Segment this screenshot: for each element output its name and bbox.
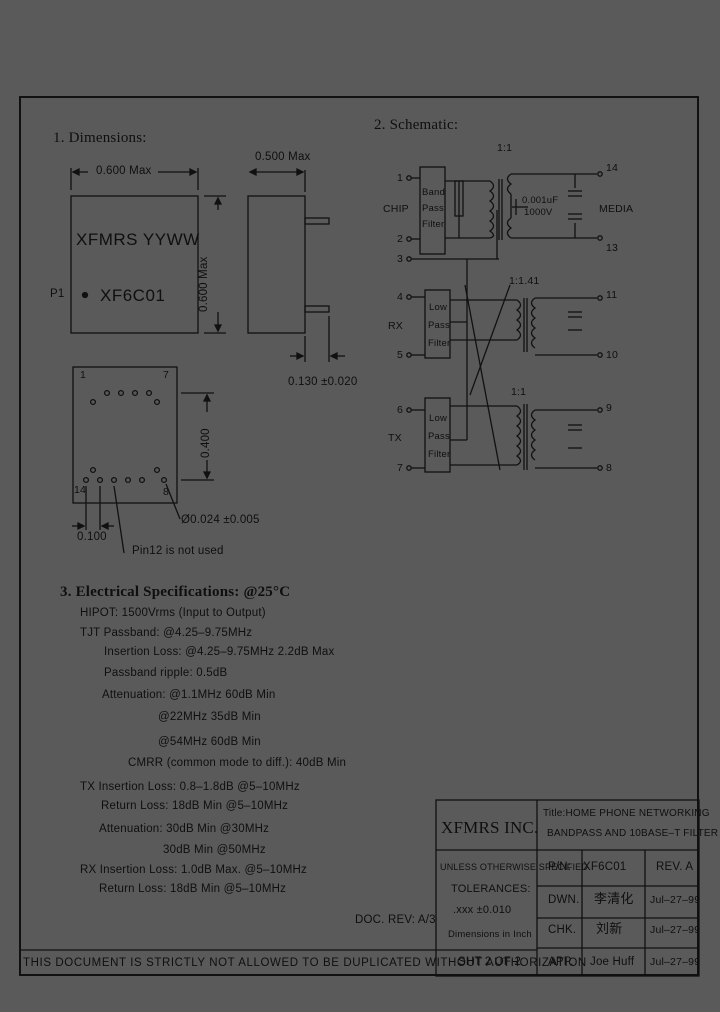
spec-line: TX Insertion Loss: 0.8–1.8dB @5–10MHz xyxy=(80,781,300,793)
revision: REV. A xyxy=(656,861,694,873)
dwn-label: DWN. xyxy=(548,894,580,906)
spec-line: Attenuation: 30dB Min @30MHz xyxy=(99,823,270,835)
pin-left-1: 1 xyxy=(397,172,404,184)
pin-spacing-label: 0.400 xyxy=(200,428,212,458)
pin-left-2: 2 xyxy=(397,233,404,245)
bottom-view-outline xyxy=(72,366,214,554)
lowpass-tx-line-3: Filter xyxy=(428,449,451,460)
company-name: XFMRS INC. xyxy=(441,818,539,837)
pin-left-3: 3 xyxy=(397,253,404,265)
schematic-wiring xyxy=(406,166,603,473)
dimensions-unit: Dimensions in Inch xyxy=(448,929,532,940)
top-width-label: 0.600 Max xyxy=(96,165,152,177)
pin-right-10: 10 xyxy=(606,349,619,361)
pin-14-label: 14 xyxy=(74,484,87,496)
pin-left-6: 6 xyxy=(397,404,404,416)
pin-diameter-label: Ø0.024 ±0.005 xyxy=(181,514,260,526)
spec-line: Passband ripple: 0.5dB xyxy=(104,667,228,679)
title-line-2: BANDPASS AND 10BASE–T FILTER xyxy=(547,828,719,839)
rx-label: RX xyxy=(388,320,403,332)
ratio-tx: 1:1 xyxy=(511,386,527,398)
drawing-sheet xyxy=(19,96,699,976)
lead-length-label: 0.130 ±0.020 xyxy=(288,376,358,388)
unless-specified: UNLESS OTHERWISE SPECIFIED xyxy=(440,862,589,872)
spec-line: HIPOT: 1500Vrms (Input to Output) xyxy=(80,607,266,619)
pn-value: XF6C01 xyxy=(583,861,627,873)
pin-1-label: 1 xyxy=(80,369,87,381)
sheet-number: SHT 2 OF 2 xyxy=(458,956,522,968)
pin-8-label: 8 xyxy=(163,486,170,498)
lowpass-rx-line-1: Low xyxy=(429,302,448,313)
height-label: 0.600 Max xyxy=(198,256,210,313)
pin12-note: Pin12 is not used xyxy=(132,545,224,557)
pin-right-11: 11 xyxy=(606,289,618,301)
duplication-notice: THIS DOCUMENT IS STRICTLY NOT ALLOWED TO… xyxy=(23,957,587,969)
bandpass-line-2: Pass xyxy=(422,203,444,214)
bandpass-line-3: Filter xyxy=(422,219,445,230)
spec-line: @22MHz 35dB Min xyxy=(158,711,261,723)
side-view-outline xyxy=(247,167,345,362)
app-name: Joe Huff xyxy=(590,956,635,968)
schematic-heading: 2. Schematic: xyxy=(374,117,459,133)
chip-label: CHIP xyxy=(383,203,409,215)
pitch-label: 0.100 xyxy=(77,531,107,543)
pin-left-7: 7 xyxy=(397,462,404,474)
spec-line: TJT Passband: @4.25–9.75MHz xyxy=(80,627,253,639)
media-label: MEDIA xyxy=(599,203,634,215)
spec-line: Attenuation: @1.1MHz 60dB Min xyxy=(102,689,276,701)
spec-line: Return Loss: 18dB Min @5–10MHz xyxy=(101,800,289,812)
pin1-marker-label: P1 xyxy=(50,288,65,300)
lowpass-rx-line-3: Filter xyxy=(428,338,451,349)
pin-right-8: 8 xyxy=(606,462,613,474)
dwn-signature: 李清化 xyxy=(594,892,634,907)
chk-label: CHK. xyxy=(548,924,577,936)
marking-line-2: XF6C01 xyxy=(100,286,166,305)
ratio-top: 1:1 xyxy=(497,142,513,154)
marking-line-1: XFMRS YYWW xyxy=(76,230,200,249)
chk-date: Jul–27–99 xyxy=(650,924,701,936)
cap-value-1: 0.001uF xyxy=(522,195,559,206)
cap-value-2: 1000V xyxy=(524,207,553,218)
tolerances-label: TOLERANCES: xyxy=(451,883,531,895)
dimensions-heading: 1. Dimensions: xyxy=(53,130,147,146)
spec-line: @54MHz 60dB Min xyxy=(158,736,261,748)
pin-right-14: 14 xyxy=(606,162,619,174)
spec-line: CMRR (common mode to diff.): 40dB Min xyxy=(128,757,347,769)
lowpass-rx-line-2: Pass xyxy=(428,320,450,331)
title-block-grid xyxy=(19,799,700,977)
pin-7-label: 7 xyxy=(163,369,170,381)
lowpass-tx-line-2: Pass xyxy=(428,431,450,442)
lowpass-tx-line-1: Low xyxy=(429,413,448,424)
pin-right-9: 9 xyxy=(606,402,613,414)
app-label: APP. xyxy=(548,956,574,968)
side-width-label: 0.500 Max xyxy=(255,151,311,163)
tolerance-value: .xxx ±0.010 xyxy=(453,904,512,916)
spec-line: 30dB Min @50MHz xyxy=(163,844,266,856)
app-date: Jul–27–99 xyxy=(650,956,701,968)
pin-left-5: 5 xyxy=(397,349,404,361)
tx-label: TX xyxy=(388,432,402,444)
ratio-rx: 1:1.41 xyxy=(509,275,540,287)
pn-label: P/N: xyxy=(548,861,572,873)
top-view-outline xyxy=(70,167,226,334)
spec-line: Return Loss: 18dB Min @5–10MHz xyxy=(99,883,287,895)
spec-line: RX Insertion Loss: 1.0dB Max. @5–10MHz xyxy=(80,864,308,876)
title-line-1: Title:HOME PHONE NETWORKING xyxy=(543,808,710,819)
chk-signature: 刘新 xyxy=(596,922,623,937)
spec-line: Insertion Loss: @4.25–9.75MHz 2.2dB Max xyxy=(104,646,335,658)
electrical-heading: 3. Electrical Specifications: @25°C xyxy=(60,584,291,600)
pin-right-13: 13 xyxy=(606,242,619,254)
pin-left-4: 4 xyxy=(397,291,404,303)
bandpass-line-1: Band xyxy=(422,187,445,198)
dwn-date: Jul–27–99 xyxy=(650,894,701,906)
doc-revision: DOC. REV: A/3 xyxy=(355,914,436,926)
